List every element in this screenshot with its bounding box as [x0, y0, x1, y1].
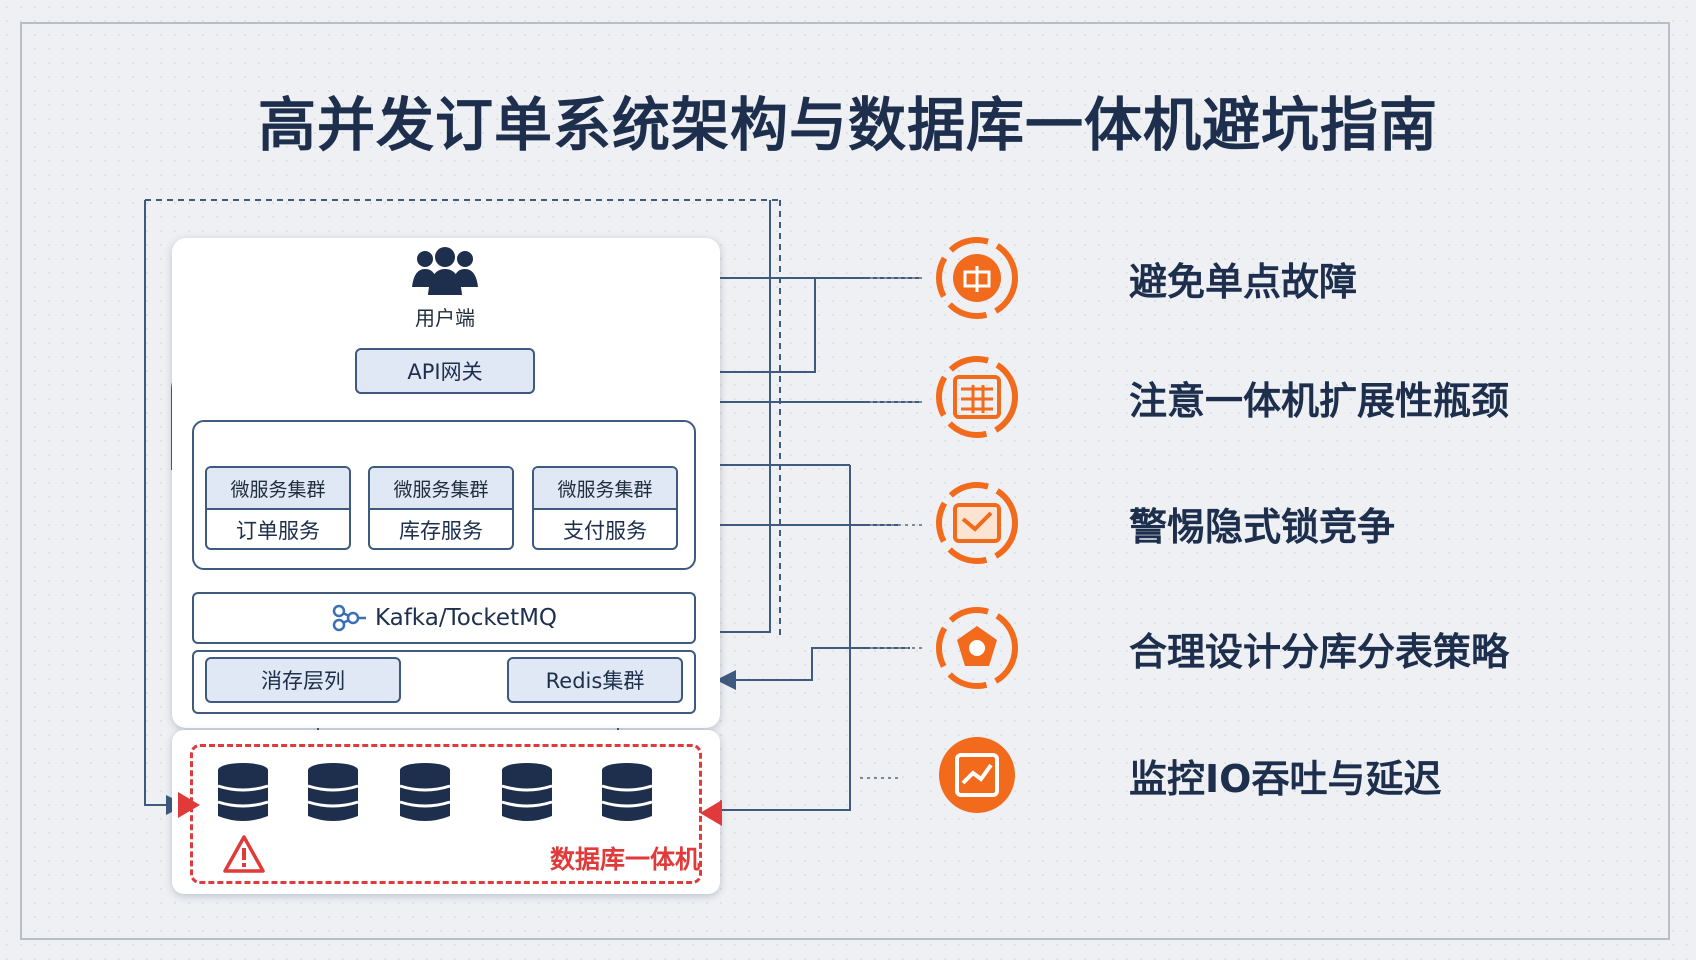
io-monitor-icon — [939, 737, 1015, 813]
frame-line-bottom — [20, 938, 1670, 940]
kafka-icon — [332, 604, 366, 632]
tip-text: 合理设计分库分表策略 — [1129, 629, 1510, 674]
warning-icon — [223, 835, 265, 873]
service-cluster-label: 微服务集群 — [534, 468, 676, 510]
message-queue-label: Kafka/TocketMQ — [374, 605, 558, 631]
tip-item: 监控IO吞吐与延迟 — [935, 730, 1441, 820]
api-gateway-node: API网关 — [355, 348, 535, 394]
database-boundary — [190, 744, 702, 884]
sharding-icon — [936, 607, 1018, 689]
message-queue-node: Kafka/TocketMQ — [192, 592, 696, 644]
tip-item: 警惕隐式锁竞争 — [935, 478, 1395, 568]
service-name-label: 库存服务 — [399, 519, 483, 543]
service-cluster-label: 微服务集群 — [207, 468, 349, 510]
frame-line-left — [20, 22, 22, 940]
tip-item: 合理设计分库分表策略 — [935, 603, 1509, 693]
service-name-label: 订单服务 — [236, 519, 320, 543]
database-icon — [501, 763, 553, 821]
tip-text: 警惕隐式锁竞争 — [1129, 504, 1396, 549]
database-icon — [399, 763, 451, 821]
fault-tolerance-icon — [936, 237, 1018, 319]
page-title: 高并发订单系统架构与数据库一体机避坑指南 — [257, 91, 1438, 159]
tip-item: 注意一体机扩展性瓶颈 — [935, 352, 1509, 442]
cache-layer-node: 消存层列 — [205, 657, 401, 703]
tip-text: 监控IO吞吐与延迟 — [1129, 756, 1442, 801]
microservice-group — [192, 420, 696, 570]
service-name-label: 支付服务 — [563, 519, 647, 543]
scalability-icon — [936, 356, 1018, 438]
service-node-payment: 微服务集群 支付服务 — [532, 466, 678, 550]
frame-line-top — [20, 22, 1670, 24]
cache-layer-group — [192, 650, 696, 714]
service-cluster-label: 微服务集群 — [370, 468, 512, 510]
users-icon — [412, 247, 478, 295]
frame-line-right — [1668, 22, 1670, 940]
lock-contention-icon — [936, 482, 1018, 564]
tip-item: 避免单点故障 — [935, 233, 1357, 323]
red-arrow-left-icon — [178, 792, 200, 818]
database-icon — [601, 763, 653, 821]
database-icon — [217, 763, 269, 821]
tip-text: 避免单点故障 — [1129, 259, 1358, 304]
red-arrow-right-icon — [700, 800, 722, 826]
database-appliance-label: 数据库一体机 — [549, 845, 700, 874]
service-node-order: 微服务集群 订单服务 — [205, 466, 351, 550]
redis-cluster-node: Redis集群 — [507, 657, 683, 703]
user-client-label: 用户端 — [415, 306, 475, 330]
service-node-inventory: 微服务集群 库存服务 — [368, 466, 514, 550]
database-icon — [307, 763, 359, 821]
tip-text: 注意一体机扩展性瓶颈 — [1129, 378, 1510, 423]
